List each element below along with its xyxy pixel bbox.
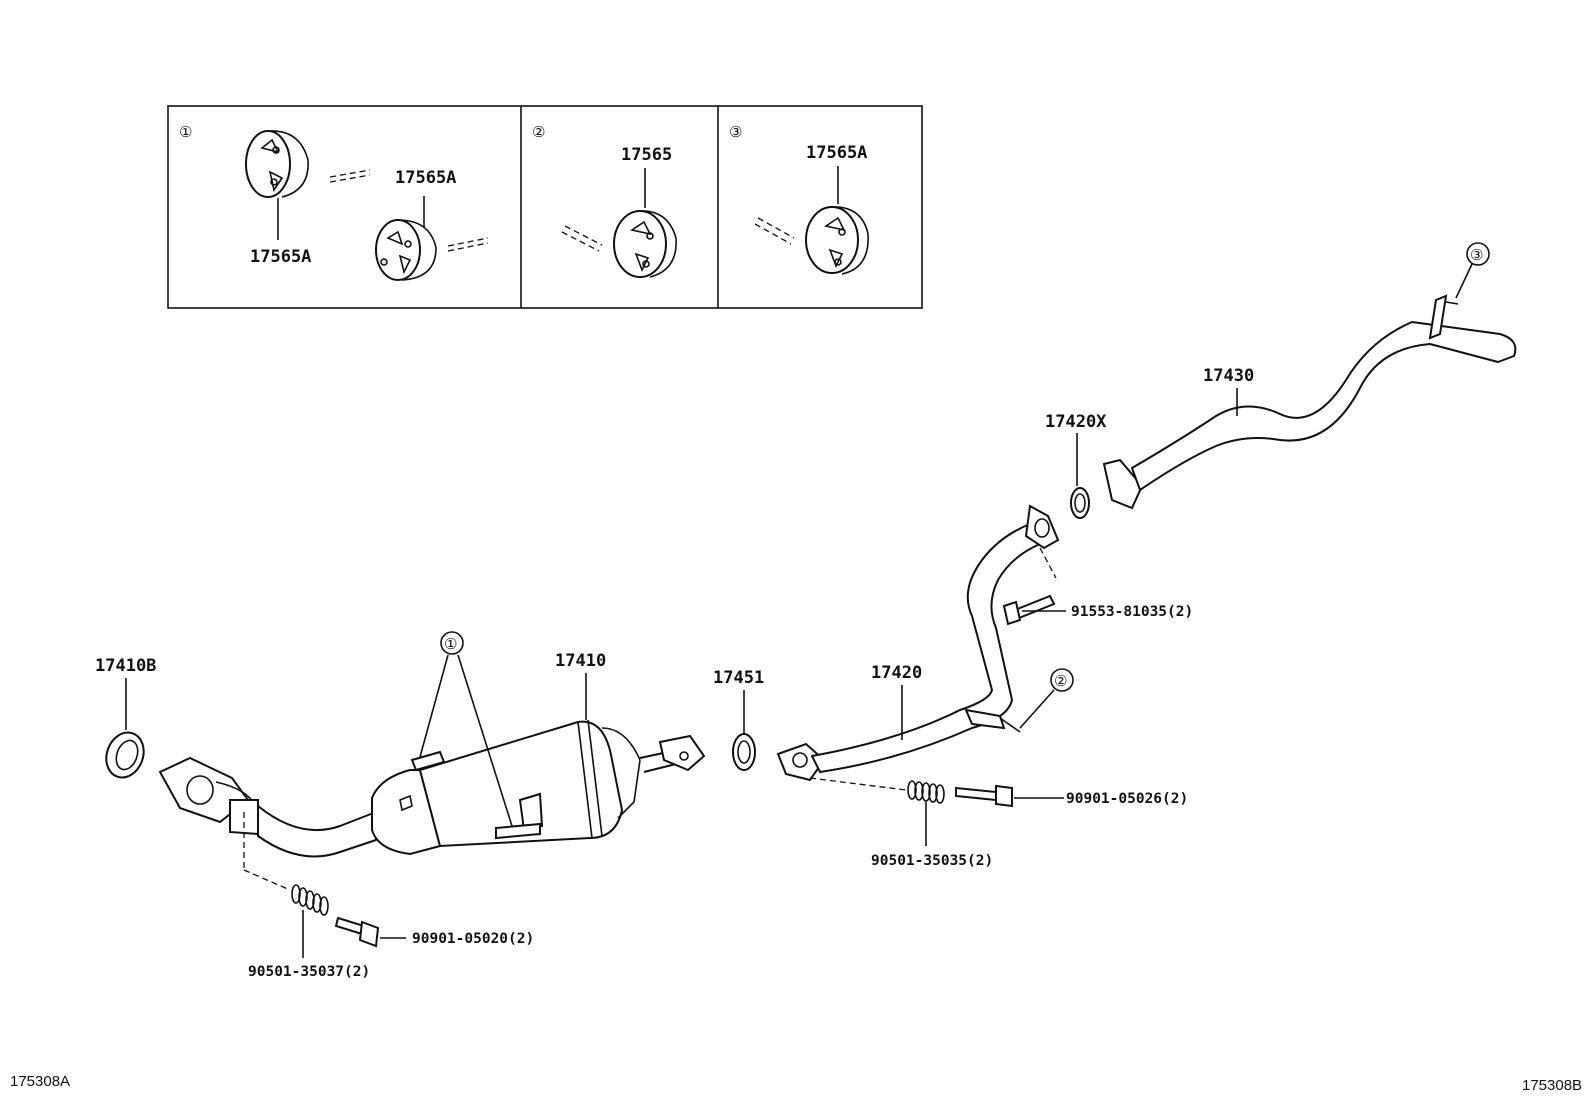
spring-90501-35037 [291, 884, 329, 916]
inset-panel-3-ref: ③ [729, 123, 742, 141]
gasket-17451: 17451 [713, 668, 764, 771]
rear-flange-fasteners: 90501-35035(2) 90901-05026(2) [809, 777, 1188, 869]
hanger-ref-2: ② [1054, 672, 1067, 690]
inset-label-17565A-lower: 17565A [250, 247, 311, 267]
rubber-hanger-17565A-lower [375, 219, 437, 281]
hanger-inset-box [167, 105, 923, 309]
label-90501-35037: 90501-35037(2) [248, 964, 370, 980]
rubber-hanger-17565 [613, 210, 677, 278]
hanger-ref-1: ① [444, 635, 457, 653]
front-pipe-converter-17410 [158, 719, 706, 858]
hanger-ref-3-callout: ③ [1455, 242, 1490, 299]
label-17451: 17451 [713, 668, 764, 688]
label-17430: 17430 [1203, 366, 1254, 386]
spring-90501-35035 [907, 780, 945, 804]
gasket-17410B: 17410B [95, 656, 156, 779]
label-17420X: 17420X [1045, 412, 1107, 432]
label-90501-35035: 90501-35035(2) [871, 853, 993, 869]
inset-panel-2: ② 17565 [532, 123, 677, 278]
center-flange-bolt: 91553-81035(2) [1002, 547, 1193, 626]
bolt-90901-05026 [955, 784, 1013, 808]
gasket-17420X: 17420X [1045, 412, 1107, 519]
rubber-hanger-17565A-panel3 [805, 206, 869, 275]
label-17410: 17410 [555, 651, 606, 671]
inset-panel-2-ref: ② [532, 123, 545, 141]
label-17410B: 17410B [95, 656, 156, 676]
label-90901-05026: 90901-05026(2) [1066, 791, 1188, 807]
bolt-90901-05020 [334, 916, 380, 948]
hanger-ref-1-callout: ① [419, 631, 513, 827]
diagram-code-left: 175308A [10, 1073, 70, 1090]
center-pipe-17420 [776, 504, 1060, 782]
label-17420: 17420 [871, 663, 922, 683]
label-90901-05020: 90901-05020(2) [412, 931, 534, 947]
inset-label-17565: 17565 [621, 145, 672, 165]
diagram-code-right: 175308B [1522, 1077, 1582, 1094]
rubber-hanger-17565A-upper [245, 130, 309, 198]
inset-label-17565A-panel3: 17565A [806, 143, 867, 163]
hanger-ref-2-callout: ② [1019, 668, 1074, 729]
inset-panel-3: ③ 17565A [729, 123, 869, 275]
front-flange-fasteners: 90501-35037(2) 90901-05020(2) [243, 812, 534, 980]
tail-pipe-17430 [1102, 294, 1517, 510]
inset-label-17565A-upper: 17565A [395, 168, 456, 188]
inset-panel-1-ref: ① [179, 123, 192, 141]
inset-panel-1: ① 17565A 17565A [179, 123, 489, 281]
hanger-ref-3: ③ [1470, 246, 1483, 264]
label-91553-81035: 91553-81035(2) [1071, 604, 1193, 620]
